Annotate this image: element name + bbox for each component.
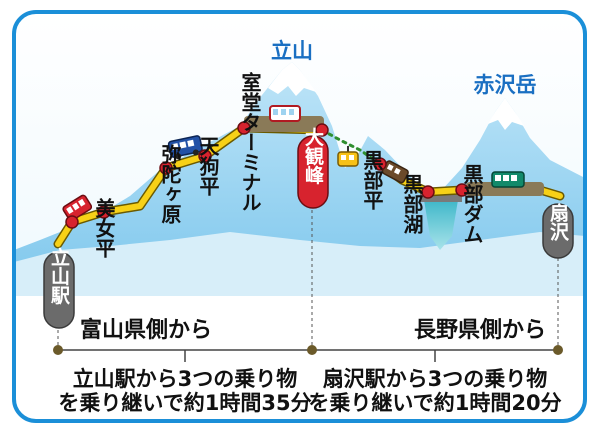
axis-point-left [53,345,63,355]
lower-hills [14,232,585,300]
dam-icon [420,192,462,202]
electric-bus-icon [491,171,525,188]
ground [14,296,585,421]
station-label-bijodaira: 美女平 [92,197,116,258]
badge-tateyama-eki [43,251,75,329]
station-label-kurobedam: 黒部ダム [460,164,484,244]
footer-left-line1: 立山駅から3つの乗り物 [73,367,298,391]
kurobe-lake [424,200,458,250]
station-label-tengudaira: 天狗平 [196,136,220,196]
peak-label-tateyama: 立山 [271,39,313,63]
footer-right-line2: を乗り継いで約1時間20分 [308,391,561,415]
station-label-daikanbo: 大観峰 [302,126,324,184]
footer-left-line2: を乗り継いで約1時間35分 [58,391,311,415]
frame-border [12,10,587,423]
badge-daikanbo [297,135,329,209]
station-dot-kurobedaira [373,157,387,171]
station-dot-kurobeko [421,185,435,199]
axis-point-center [307,345,317,355]
bus-icon [167,135,203,160]
station-label-midagahara: 弥陀ヶ原 [158,143,182,224]
station-label-tateyama-eki: 立山駅 [48,246,71,305]
station-label-ogizawa: 扇沢 [547,202,569,242]
station-label-kurobeko: 黒部湖 [400,174,424,235]
tateyama-snow [268,62,316,96]
cable-car-icon [62,194,93,222]
station-label-kurobedaira: 黒部平 [360,150,384,210]
station-label-murodo: 室堂ターミナル [238,71,262,212]
ropeway-car-icon [337,146,359,167]
station-dot-bijodaira [65,215,79,229]
peak-label-akazawadake: 赤沢岳 [474,73,537,97]
station-dot-tengudaira [198,149,212,163]
side-label-toyama: 富山県側から [80,317,212,343]
station-dot-bijodaira-2 [97,205,111,219]
trolleybus-icon [269,105,301,122]
station-dot-kurobedam [455,183,469,197]
murodo-platform [244,116,324,132]
station-dot-midagahara [159,161,173,175]
ropeway-cable [320,128,382,166]
station-dot-daikanbo [315,123,329,137]
akazawadake-snow [488,98,524,130]
badge-ogizawa [542,203,574,259]
side-label-nagano: 長野県側から [414,318,546,343]
axis-point-right [553,345,563,355]
footer-right-line1: 扇沢駅から3つの乗り物 [323,367,548,391]
station-dot-murodo [237,121,251,135]
